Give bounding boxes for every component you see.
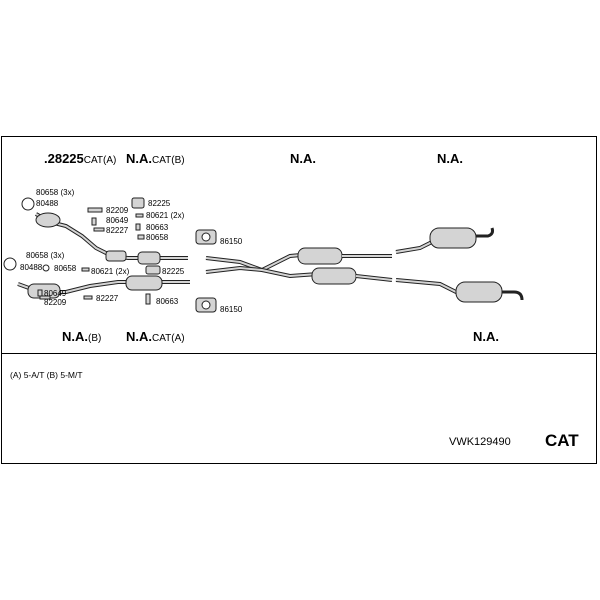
upper-screw-80658 (137, 234, 145, 240)
label-cat-a-suffix: CAT(A) (83, 155, 117, 166)
upper-hardware (87, 197, 145, 240)
upper-bolt-80621 (135, 213, 144, 218)
part-lower-bolt-b: 82227 (96, 294, 119, 303)
part-upper-bolt-a: 80649 (106, 216, 129, 225)
label-cat-a-bottom: N.A.CAT(A) (126, 329, 185, 344)
label-rear-bottom-na: N.A. (473, 329, 499, 344)
part-upper-bolt-c-qty: 80621 (2x) (146, 211, 185, 220)
label-cat-a-header: .28225CAT(A) (44, 151, 116, 166)
label-pipe-b-prefix: N.A. (62, 329, 88, 344)
part-upper-clamp-a: 82209 (106, 206, 129, 215)
part-lower-bolt-a: 80649 (44, 289, 67, 298)
lower-bolt-80649 (37, 289, 43, 297)
label-cat-b-suffix: CAT(B) (152, 155, 185, 166)
kit-code: VWK129490 (449, 436, 511, 448)
rear-silencer-upper (395, 227, 494, 254)
frame-divider (1, 353, 597, 354)
upper-clamp-86150 (195, 229, 217, 245)
part-upper-spring: 80663 (146, 223, 169, 232)
middle-silencer-section (205, 247, 393, 285)
lower-bolt-80621 (81, 267, 90, 272)
lower-clamp-86150 (195, 297, 217, 313)
part-upper-gasket: 80488 (36, 199, 59, 208)
rear-silencer-lower (395, 278, 524, 303)
label-cat-b-header: N.A.CAT(B) (126, 151, 185, 166)
part-lower-gasket-qty: 80658 (3x) (26, 251, 65, 260)
label-pipe-b-suffix: (B) (88, 333, 102, 344)
lower-hanger-82225 (145, 265, 161, 275)
part-upper-bolt-b: 82227 (106, 226, 129, 235)
part-upper-screw: 80658 (146, 233, 169, 242)
upper-spring-80663 (135, 223, 141, 231)
upper-bolt-80649 (91, 217, 97, 226)
upper-center-cat (137, 251, 161, 265)
part-lower-bolt-c-qty: 80621 (2x) (91, 267, 130, 276)
upper-front-pipe (21, 197, 188, 265)
upper-bolt-82227 (93, 227, 105, 232)
lower-spring-80663 (145, 293, 151, 305)
transmission-note: (A) 5-A/T (B) 5-M/T (10, 370, 83, 380)
part-lower-screw: 80658 (54, 264, 77, 273)
label-middle-na: N.A. (290, 151, 316, 166)
lower-clamp-82209 (39, 295, 51, 300)
label-cat-a-bottom-prefix: N.A. (126, 329, 152, 344)
lower-center-cat (125, 275, 163, 291)
upper-catalytic-converter (35, 212, 61, 228)
label-pipe-b: N.A.(B) (62, 329, 101, 344)
part-upper-hanger: 82225 (148, 199, 171, 208)
upper-flex-joint (105, 250, 127, 262)
upper-clamp-82209 (87, 207, 103, 213)
diagram-frame (1, 136, 597, 464)
part-clamp-upper: 86150 (220, 237, 243, 246)
upper-hanger-82225 (131, 197, 145, 209)
part-lower-hanger: 82225 (162, 267, 185, 276)
label-cat-a-bottom-suffix: CAT(A) (152, 333, 185, 344)
lower-bolt-82227 (83, 295, 93, 300)
label-rear-na: N.A. (437, 151, 463, 166)
lower-front-pipe (3, 257, 190, 299)
label-cat-a-number: .28225 (44, 151, 84, 166)
category-label: CAT (545, 431, 579, 450)
part-upper-gasket-qty: 80658 (3x) (36, 188, 75, 197)
label-cat-b-prefix: N.A. (126, 151, 152, 166)
part-lower-spring: 80663 (156, 297, 179, 306)
part-lower-clamp-a: 82209 (44, 298, 67, 307)
lower-screw-80658 (42, 264, 50, 272)
part-lower-gasket: 80488 (20, 263, 43, 272)
lower-hardware (37, 264, 161, 305)
part-clamp-lower: 86150 (220, 305, 243, 314)
